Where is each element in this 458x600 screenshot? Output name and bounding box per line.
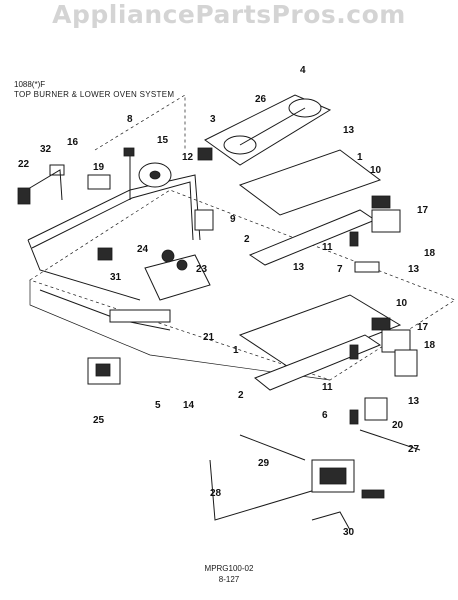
valve-24 <box>161 249 175 263</box>
footer-code: MPRG100-02 <box>204 564 254 573</box>
frame-side <box>29 280 331 381</box>
switch-25-face <box>95 363 111 377</box>
tube-28 <box>209 459 316 521</box>
base-frame <box>29 189 456 381</box>
callout-30: 30 <box>343 527 355 538</box>
callout-12: 12 <box>182 152 194 163</box>
fitting-6 <box>349 409 359 425</box>
manifold-pipe-front <box>27 239 141 301</box>
callout-2-lower: 2 <box>238 390 244 401</box>
bracket-20 <box>364 397 388 421</box>
callout-3: 3 <box>210 114 216 125</box>
callout-17-upper: 17 <box>417 205 429 216</box>
callout-29: 29 <box>258 458 270 469</box>
callout-13-a: 13 <box>343 125 355 136</box>
callout-26: 26 <box>255 94 267 105</box>
callout-13-b: 13 <box>293 262 305 273</box>
callout-9: 9 <box>230 214 236 225</box>
callout-11-lower: 11 <box>322 382 333 393</box>
regulator-15-hub <box>149 170 161 180</box>
igniter-10-upper <box>371 195 391 209</box>
valve-12 <box>197 147 213 161</box>
callout-25: 25 <box>93 415 105 426</box>
panel-5 <box>109 309 171 323</box>
mount-plate <box>361 489 385 499</box>
callout-10-upper: 10 <box>370 165 382 176</box>
tube-29 <box>239 434 306 461</box>
valve-30-body <box>319 467 347 485</box>
tube-27 <box>359 429 421 451</box>
callout-24: 24 <box>137 244 149 255</box>
callout-17-lower: 17 <box>417 322 429 333</box>
callout-23: 23 <box>196 264 208 275</box>
connector-7 <box>354 261 380 273</box>
callout-8: 8 <box>127 114 133 125</box>
callout-13-d: 13 <box>408 396 420 407</box>
callout-28: 28 <box>210 488 222 499</box>
callout-20: 20 <box>392 420 404 431</box>
callout-14: 14 <box>183 400 195 411</box>
callout-27: 27 <box>408 444 420 455</box>
callout-22: 22 <box>18 159 30 170</box>
diagram-title: TOP BURNER & LOWER OVEN SYSTEM <box>14 90 175 99</box>
callout-13-c: 13 <box>408 264 420 275</box>
callout-19: 19 <box>93 162 105 173</box>
callout-6: 6 <box>322 410 328 421</box>
pipe-22-32 <box>17 169 63 201</box>
bracket-19 <box>87 174 111 190</box>
orifice-11-upper <box>349 231 359 247</box>
mount-bracket-30 <box>311 511 351 531</box>
callout-2-upper: 2 <box>244 234 250 245</box>
callout-16: 16 <box>67 137 79 148</box>
heat-shield-upper <box>238 149 382 216</box>
footer-page: 8-127 <box>218 575 240 584</box>
nut-23 <box>176 259 188 271</box>
valve-9 <box>194 209 214 231</box>
bracket-18-lower <box>394 349 418 377</box>
fitting-8 <box>123 147 135 157</box>
watermark: AppliancePartsPros.com <box>52 0 406 29</box>
callout-4: 4 <box>300 65 306 76</box>
heat-shield-lower <box>238 294 402 369</box>
orifice-11-lower <box>349 344 359 360</box>
box-21 <box>144 254 211 301</box>
igniter-10-lower <box>371 317 391 331</box>
oven-burner-lower <box>254 334 382 391</box>
valve-16 <box>49 164 65 176</box>
callout-5: 5 <box>155 400 161 411</box>
callout-1-lower: 1 <box>233 345 239 356</box>
fitting-31 <box>97 247 113 261</box>
electrode-22 <box>17 187 31 205</box>
manifold-pipe-lower <box>31 181 194 249</box>
callout-31: 31 <box>110 272 122 283</box>
callout-32: 32 <box>40 144 52 155</box>
callout-15: 15 <box>157 135 169 146</box>
callout-21: 21 <box>203 332 215 343</box>
callout-1-upper: 1 <box>357 152 363 163</box>
callout-10-lower: 10 <box>396 298 408 309</box>
callout-18-lower: 18 <box>424 340 436 351</box>
model-label: 1088(*)F <box>14 80 46 89</box>
bracket-17-upper <box>371 209 401 233</box>
burner-tube-26 <box>239 107 306 146</box>
callout-7: 7 <box>337 264 343 275</box>
callout-11-upper: 11 <box>322 242 333 253</box>
callout-18-upper: 18 <box>424 248 436 259</box>
